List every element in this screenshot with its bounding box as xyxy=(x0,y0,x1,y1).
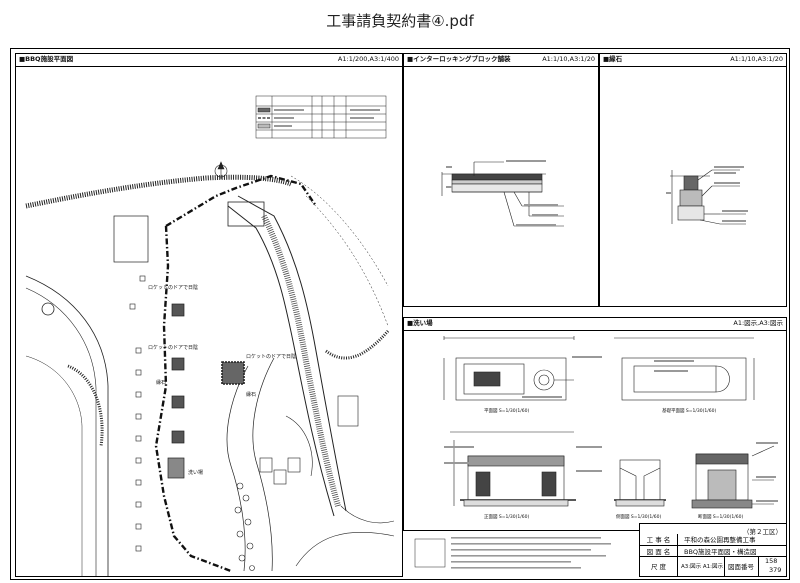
bbq-plan-title: ■BBQ施設平面図 xyxy=(19,55,74,63)
bbq-table-marks xyxy=(167,303,245,479)
sink-base-plan-view xyxy=(614,337,755,401)
plan-legend-table xyxy=(255,95,387,139)
curb-scale: A1:1/10,A3:1/20 xyxy=(730,55,783,63)
drawing-number-key: 図面番号 xyxy=(724,557,758,577)
sink-title: ■洗い場 xyxy=(407,319,433,327)
sink-elevation-caption: 正面図 S=1/30(1/60) xyxy=(484,514,530,520)
scale-value: A3:図示 A1:図示 xyxy=(681,564,723,570)
construction-phase: （第２工区） xyxy=(743,528,782,536)
bbq-plan-scale: A1:1/200,A3:1/400 xyxy=(337,55,399,63)
title-row-project: 工 事 名 平和の森公園再整備工事 xyxy=(640,534,786,545)
plan-label-curb-a: 縁石 xyxy=(156,379,166,386)
site-boundary-line xyxy=(154,174,317,573)
scale-key: 尺 度 xyxy=(640,557,678,577)
block-paving-panel: ■インターロッキングブロック舗装 A1:1/10,A3:1/20 xyxy=(403,53,599,307)
sink-elevation-view xyxy=(450,431,576,507)
plan-label-curb-b: 縁石 xyxy=(246,391,256,398)
block-paving-scale: A1:1/10,A3:1/20 xyxy=(542,55,595,63)
block-paving-section-drawing xyxy=(441,160,564,227)
sink-section-caption: 断面図 S=1/30(1/60) xyxy=(698,513,744,520)
plan-label-bbq-c: ロケットのドアで日陰 xyxy=(246,353,296,360)
block-paving-title: ■インターロッキングブロック舗装 xyxy=(407,55,511,63)
bbq-plan-header: ■BBQ施設平面図 A1:1/200,A3:1/400 xyxy=(16,54,402,67)
sink-plan-caption: 平面図 S=1/30(1/60) xyxy=(484,408,530,414)
ramp-path xyxy=(227,205,335,517)
embankment-hatch xyxy=(25,174,292,209)
curb-header: ■縁石 A1:1/10,A3:1/20 xyxy=(600,54,786,67)
plan-label-bbq-b: ロケットのドアで日陰 xyxy=(148,344,198,351)
sheet-number: 158 xyxy=(765,557,778,565)
sink-section-view xyxy=(691,445,775,509)
document-title: 工事請負契約書④.pdf xyxy=(326,12,474,30)
sink-side-caption: 側面図 S=1/30(1/60) xyxy=(616,513,662,520)
north-arrow-icon xyxy=(214,161,228,179)
sink-base-plan-caption: 基礎平面図 S=1/30(1/60) xyxy=(662,407,717,414)
project-name-key: 工 事 名 xyxy=(640,534,678,545)
sink-plan-view xyxy=(443,336,575,401)
curb-section-drawing xyxy=(666,166,748,225)
curb-panel: ■縁石 A1:1/10,A3:1/20 xyxy=(599,53,787,307)
project-name: 平和の森公園再整備工事 xyxy=(684,536,756,544)
sink-scale: A1:図示,A3:図示 xyxy=(733,319,783,327)
title-row-drawing: 図 面 名 BBQ施設平面図・構造図 xyxy=(640,545,786,556)
drawing-name-key: 図 面 名 xyxy=(640,546,678,556)
sheet-number-cell: 158 379 xyxy=(758,557,788,577)
bbq-plan-drawing: ロケットのドアで日陰 ロケットのドアで日陰 ロケットのドアで日陰 縁石 縁石 洗… xyxy=(25,95,395,576)
block-paving-header: ■インターロッキングブロック舗装 A1:1/10,A3:1/20 xyxy=(404,54,598,67)
drawing-sheet: ■BBQ施設平面図 A1:1/200,A3:1/400 xyxy=(10,48,790,580)
sheet-total: 379 xyxy=(769,566,782,574)
general-notes xyxy=(414,537,611,569)
curb-title: ■縁石 xyxy=(603,55,623,63)
plan-label-bbq-a: ロケットのドアで日陰 xyxy=(148,284,198,291)
plan-label-sink: 洗い場 xyxy=(188,469,203,476)
drawing-name: BBQ施設平面図・構造図 xyxy=(684,548,757,556)
sink-side-view xyxy=(614,459,666,507)
bbq-plan-panel: ■BBQ施設平面図 A1:1/200,A3:1/400 xyxy=(15,53,403,577)
sink-header: ■洗い場 A1:図示,A3:図示 xyxy=(404,318,786,331)
title-row-scale: 尺 度 A3:図示 A1:図示 図面番号 158 379 xyxy=(640,556,786,577)
title-block: （第２工区） 工 事 名 平和の森公園再整備工事 図 面 名 BBQ施設平面図・… xyxy=(639,523,787,577)
sink-panel: ■洗い場 A1:図示,A3:図示 xyxy=(403,317,787,531)
sink-drawings: 平面図 S=1/30(1/60) 基礎平面図 S=1/30(1/60) 正面図 … xyxy=(443,336,778,520)
stepping-stones xyxy=(234,482,255,571)
